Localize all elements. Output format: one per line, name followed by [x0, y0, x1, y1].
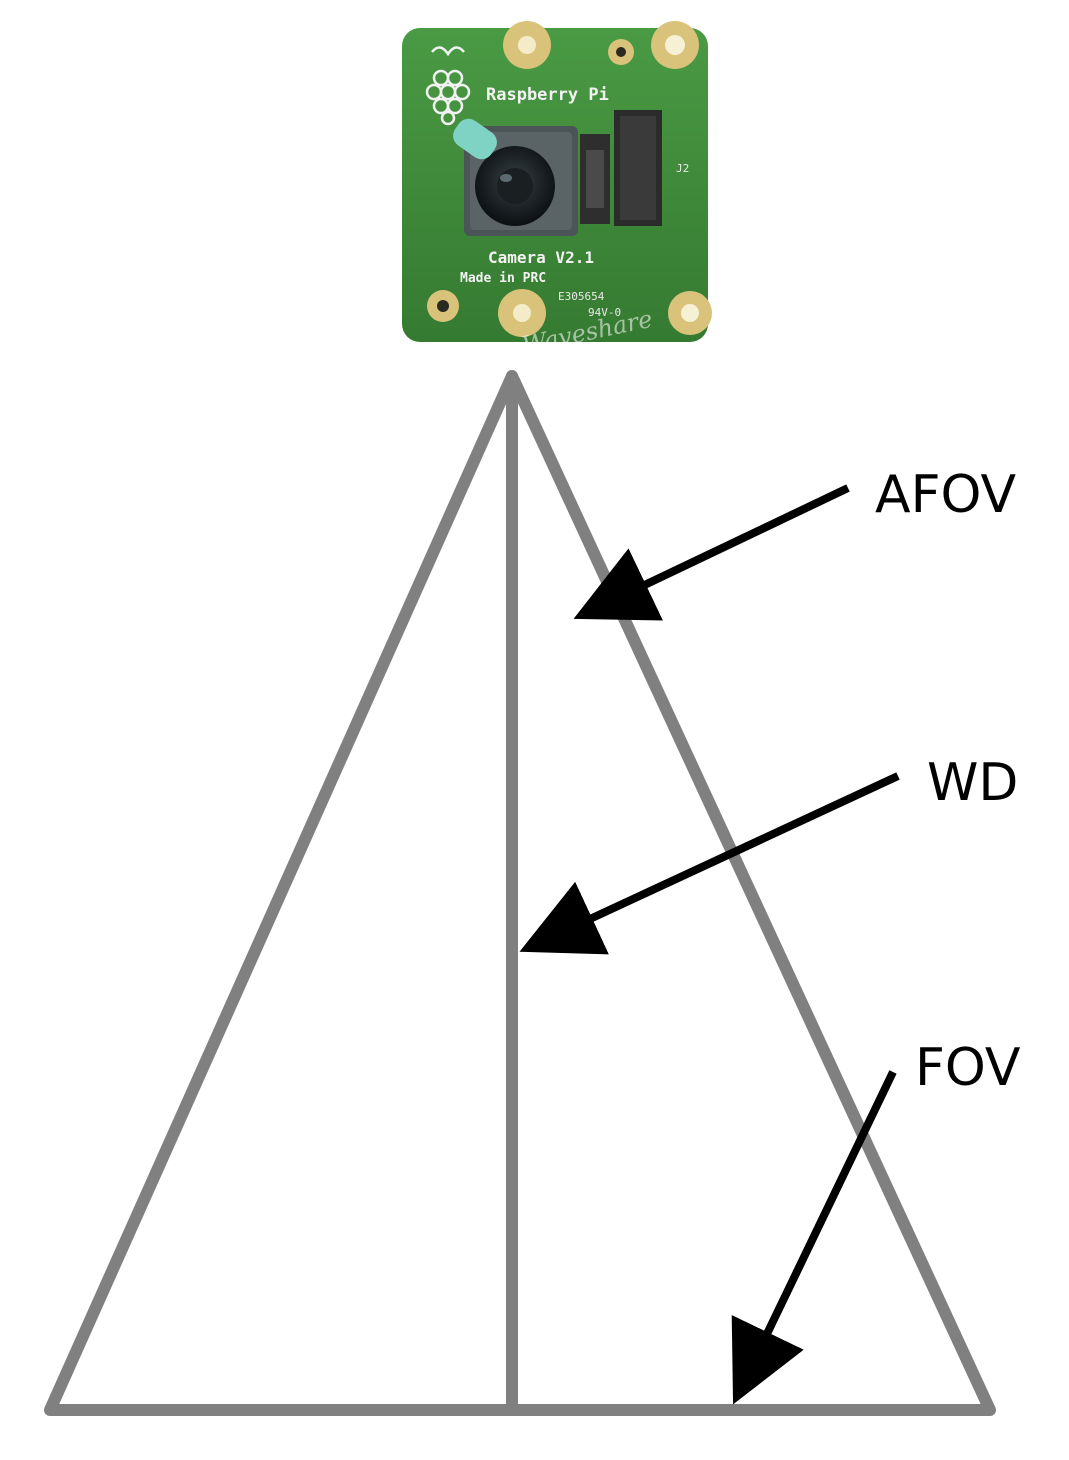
- fov-arrow: [731, 1070, 897, 1405]
- afov-label: AFOV: [875, 465, 1016, 525]
- callout-arrows: [519, 484, 900, 1405]
- mounting-pads: [427, 21, 712, 337]
- connector-label: J2: [676, 162, 689, 175]
- wd-arrow: [519, 772, 900, 955]
- wd-label: WD: [927, 753, 1018, 813]
- model-text: Camera V2.1: [488, 248, 594, 267]
- raspberry-logo-icon: [425, 46, 471, 126]
- fov-label: FOV: [915, 1038, 1021, 1098]
- teal-tab: [453, 118, 497, 160]
- brand-text: Raspberry Pi: [486, 85, 609, 105]
- origin-text: Made in PRC: [460, 271, 546, 286]
- afov-arrow: [573, 484, 850, 621]
- rating-text: 94V-0: [588, 306, 621, 319]
- cone-outline: [44, 370, 996, 1416]
- camera-module: Raspberry Pi J2 Camera V2.1 Made in PRC …: [402, 21, 712, 360]
- fov-cone: [44, 370, 996, 1416]
- code-text: E305654: [558, 290, 605, 303]
